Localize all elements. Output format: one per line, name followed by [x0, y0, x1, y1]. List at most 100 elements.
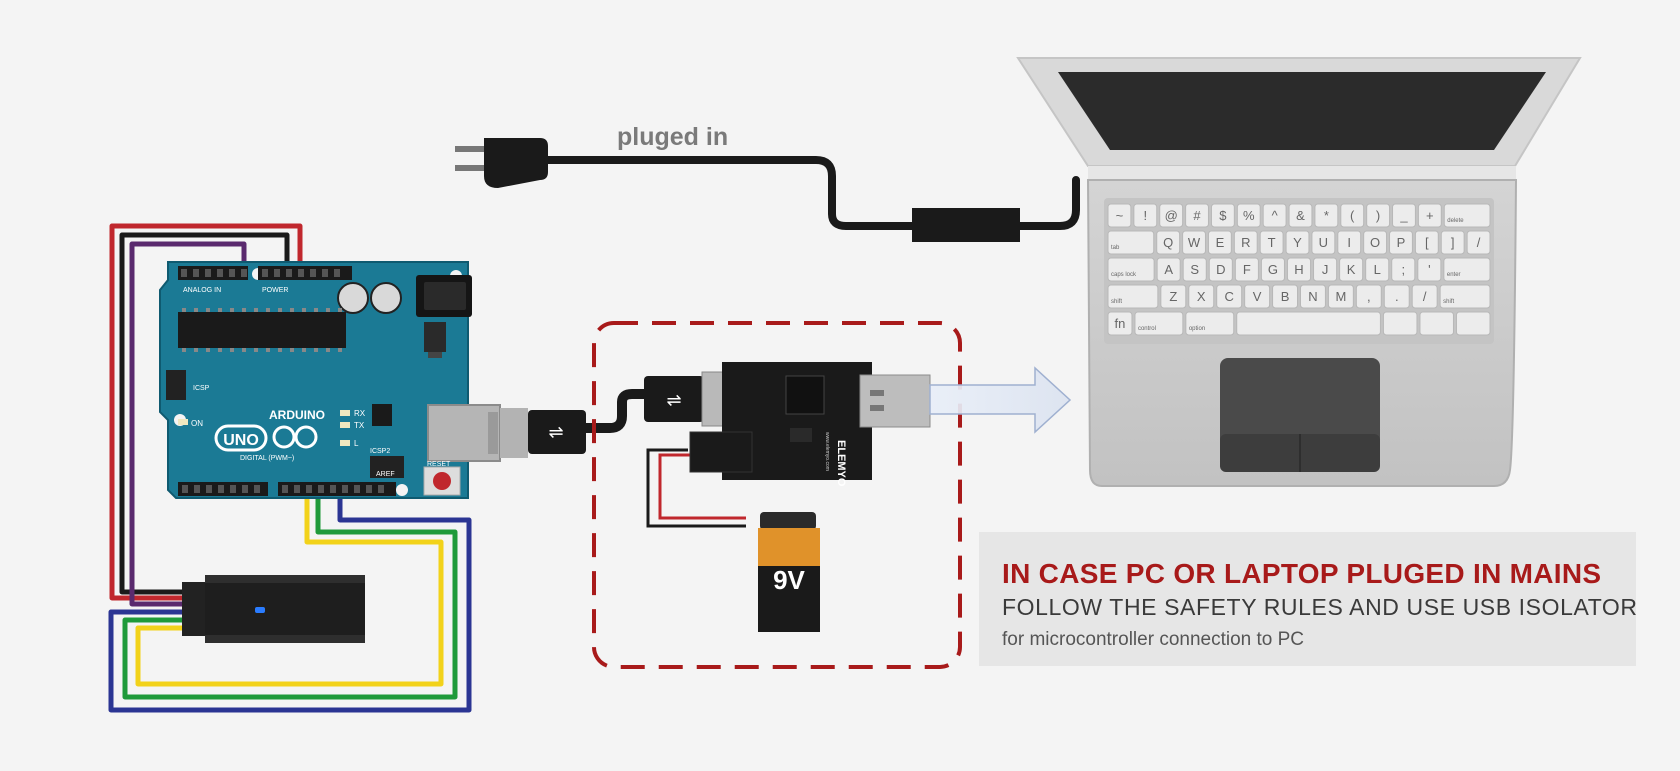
keyboard-key: B	[1272, 284, 1298, 309]
keyboard-key: '	[1417, 257, 1442, 282]
keyboard-key-label: ^	[1272, 208, 1279, 223]
keyboard-key-label: #	[1193, 208, 1201, 223]
keyboard-key: ]	[1440, 230, 1465, 255]
wire-yellow	[135, 486, 444, 687]
keyboard-key: Z	[1160, 284, 1187, 309]
keyboard-key: ;	[1391, 257, 1416, 282]
keyboard-key: @	[1159, 203, 1184, 228]
keyboard-key-label: A	[1164, 262, 1173, 277]
usb-cable-board: ⇌	[500, 389, 655, 458]
keyboard-key: [	[1414, 230, 1439, 255]
keyboard-key: Y	[1285, 230, 1310, 255]
keyboard-key: F	[1234, 257, 1259, 282]
keyboard-key-label: O	[1370, 235, 1380, 250]
keyboard-key: J	[1313, 257, 1338, 282]
keyboard-key-label: fn	[1115, 316, 1126, 331]
keyboard-key-label: T	[1268, 235, 1276, 250]
aref-label: AREF	[376, 471, 395, 478]
l-label: L	[354, 439, 359, 448]
plug-label: pluged in	[617, 123, 728, 151]
keyboard-key: /	[1411, 284, 1438, 309]
keyboard-key-label: ]	[1451, 235, 1455, 250]
keyboard-key: ,	[1355, 284, 1382, 309]
keyboard-key-label: ~	[1116, 208, 1124, 223]
keyboard-key: tab	[1107, 230, 1155, 255]
keyboard-key-label: /	[1477, 235, 1481, 250]
keyboard-key: P	[1389, 230, 1413, 255]
keyboard-key	[1382, 311, 1418, 336]
keyboard-key-label: Y	[1293, 235, 1302, 250]
usb-icon: ⇌	[548, 422, 563, 443]
icsp2-label: ICSP2	[370, 448, 390, 455]
keyboard-key: ~	[1107, 203, 1132, 228]
keyboard-key: shift	[1439, 284, 1491, 309]
keyboard-key-label: E	[1216, 235, 1225, 250]
wire-black	[119, 232, 290, 595]
keyboard-key: #	[1185, 203, 1209, 228]
header-analog-label: ANALOG IN	[183, 287, 221, 294]
arrow-right	[929, 366, 1072, 434]
keyboard-key-label: M	[1335, 289, 1346, 304]
keyboard-key-label: option	[1189, 326, 1205, 332]
keyboard-key: V	[1244, 284, 1271, 309]
keyboard-key-label: P	[1397, 235, 1406, 250]
reset-label: RESET	[427, 461, 451, 468]
keyboard-key: +	[1417, 203, 1442, 228]
keyboard-key: %	[1236, 203, 1261, 228]
keyboard-key: R	[1233, 230, 1258, 255]
usb-isolator: ⇌ ELEMYO www.elemyo.com	[644, 362, 931, 528]
keyboard-key: T	[1259, 230, 1284, 255]
keyboard-key-label: N	[1308, 289, 1317, 304]
keyboard-key-label: V	[1253, 289, 1262, 304]
keyboard-key: caps lock	[1107, 257, 1155, 282]
header-digital-label: DIGITAL (PWM~)	[240, 455, 294, 462]
keyboard-key: /	[1466, 230, 1491, 255]
keyboard-key: )	[1366, 203, 1391, 228]
wire-red	[109, 223, 303, 601]
keyboard-key: K	[1339, 257, 1364, 282]
keyboard-key-label: *	[1324, 208, 1329, 223]
usb-icon-isolator: ⇌	[666, 390, 681, 411]
keyboard-key: O	[1363, 230, 1388, 255]
keyboard-key-label: enter	[1447, 272, 1461, 278]
tx-label: TX	[354, 421, 365, 430]
uno-label: UNO	[223, 432, 259, 449]
keyboard-key-label: shift	[1443, 299, 1454, 305]
keyboard-key: N	[1300, 284, 1326, 309]
keyboard-key	[1419, 311, 1454, 336]
wire-blue	[108, 486, 472, 713]
keyboard-key: E	[1207, 230, 1232, 255]
keyboard-key-label: H	[1294, 262, 1303, 277]
laptop-screen	[1058, 72, 1546, 150]
keyboard-key-label: +	[1426, 208, 1434, 223]
arduino-uno-board: ANALOG IN POWER ICSP RX TX L ON UNO	[159, 261, 501, 499]
keyboard-key: !	[1133, 203, 1158, 228]
keyboard-key: *	[1314, 203, 1339, 228]
keyboard-key: (	[1340, 203, 1365, 228]
elemyo-label: ELEMYO	[835, 440, 847, 487]
keyboard-key: W	[1182, 230, 1206, 255]
keyboard-key-label: F	[1243, 262, 1251, 277]
keyboard-key-label: [	[1425, 235, 1429, 250]
keyboard-key: X	[1188, 284, 1215, 309]
keyboard-key-label: shift	[1111, 299, 1122, 305]
keyboard-key-label: (	[1350, 208, 1355, 223]
arduino-logo: UNO ARDUINO	[214, 408, 325, 452]
keyboard-key-label: S	[1190, 262, 1199, 277]
battery-label: 9V	[773, 565, 805, 595]
sensor-module	[182, 575, 365, 643]
keyboard-key: C	[1216, 284, 1243, 309]
jumper-wires	[108, 223, 472, 713]
keyboard-key: control	[1134, 311, 1184, 336]
keyboard-key-label: &	[1296, 208, 1305, 223]
keyboard-key-label: L	[1374, 262, 1381, 277]
keyboard-key-label: @	[1165, 208, 1178, 223]
keyboard-key-label: %	[1243, 208, 1255, 223]
keyboard-key: enter	[1443, 257, 1491, 282]
keyboard-key-label: Z	[1169, 289, 1177, 304]
keyboard-key: _	[1392, 203, 1416, 228]
arduino-brand-label: ARDUINO	[269, 408, 325, 422]
keyboard-key-label: control	[1138, 326, 1156, 332]
keyboard-key: $	[1210, 203, 1235, 228]
